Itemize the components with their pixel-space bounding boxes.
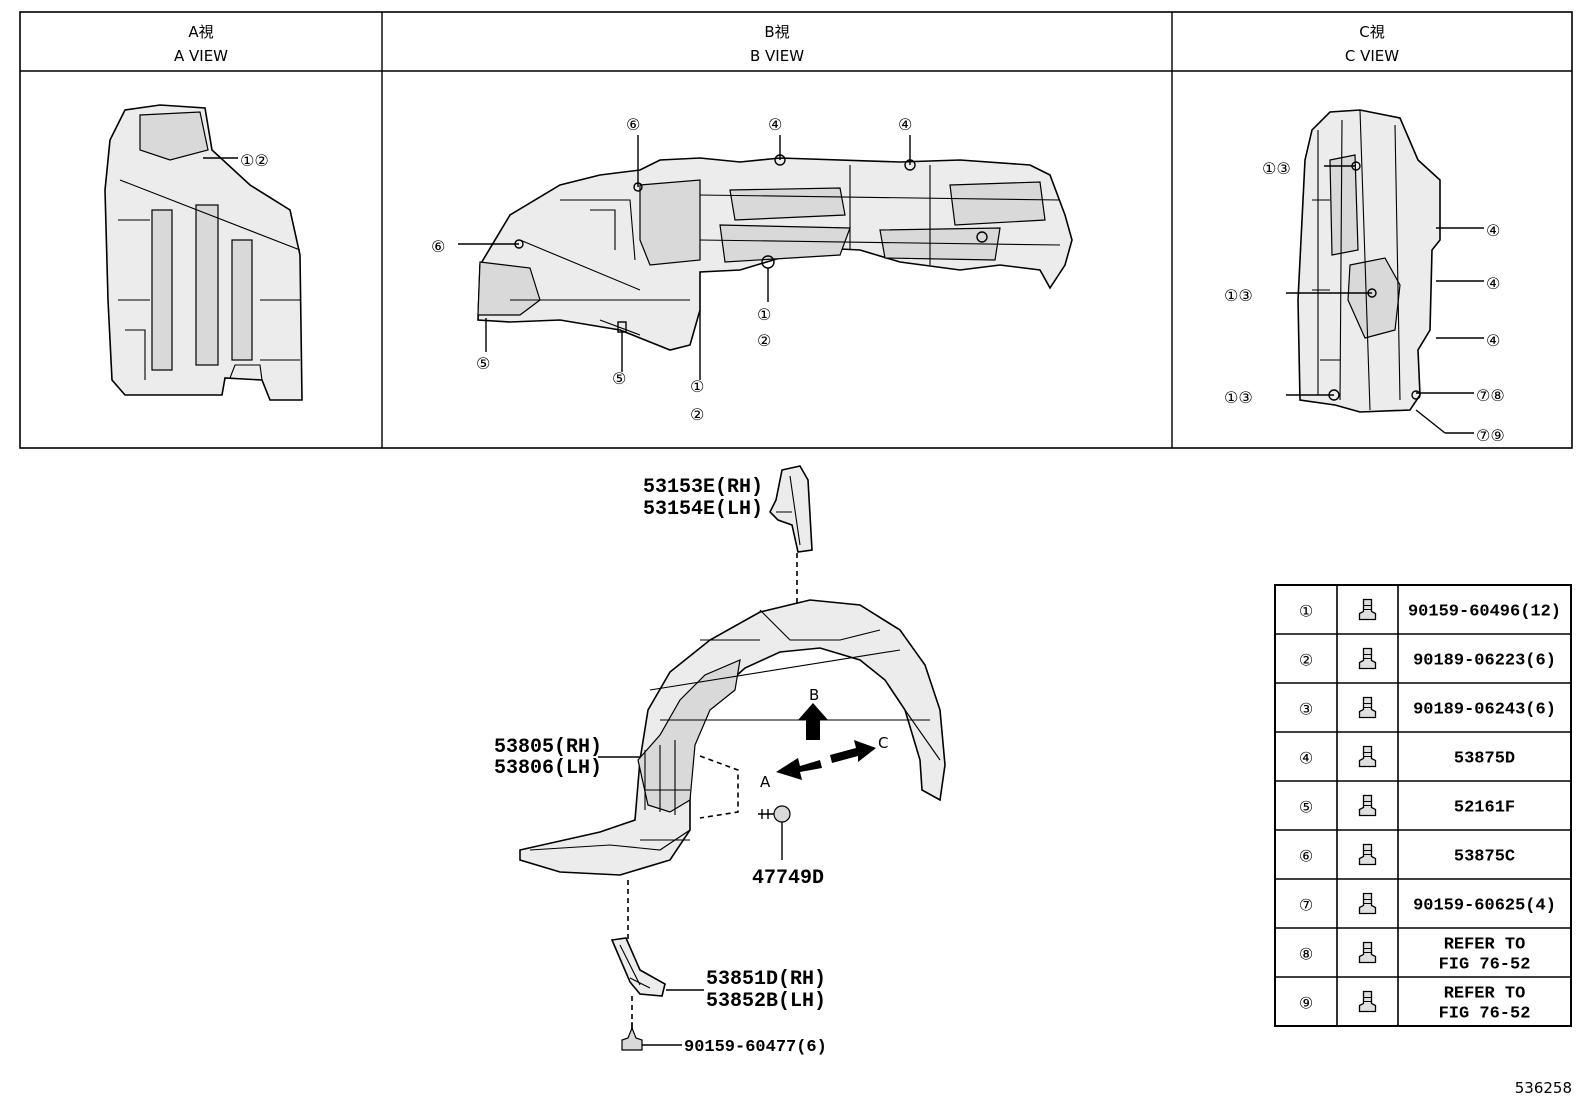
part-label-53851d: 53851D(RH) <box>706 968 826 991</box>
callout-b-2-low: ② <box>690 405 704 424</box>
part-label-53153e: 53153E(RH) <box>643 476 763 499</box>
view-a-title-jp: A視 <box>188 23 213 41</box>
bracket-upper-drawing <box>769 465 813 553</box>
clip-icon <box>1358 696 1377 719</box>
view-a-title-en: A VIEW <box>174 47 228 65</box>
view-c-title-jp: C視 <box>1359 23 1384 41</box>
table-row-number: ② <box>1299 651 1313 670</box>
view-arrow-c <box>830 740 876 763</box>
retainer-icon <box>1358 843 1377 866</box>
bracket-lower-drawing <box>610 937 666 997</box>
callout-a-1-2: ①② <box>240 151 269 170</box>
view-b-title-en: B VIEW <box>750 47 804 65</box>
callout-c-4-low: ④ <box>1486 331 1500 350</box>
part-label-90159-60477: 90159-60477(6) <box>684 1038 827 1057</box>
c-view-liner-drawing <box>1297 109 1441 413</box>
table-row-number: ⑧ <box>1299 945 1313 964</box>
fender-liner-drawing <box>519 599 946 876</box>
callout-b-6-left: ⑥ <box>431 237 445 256</box>
screw-icon <box>1358 892 1377 915</box>
callout-c-1-3-low: ①③ <box>1224 388 1253 407</box>
table-part-ref-line1: REFER TO <box>1444 936 1526 955</box>
table-part-ref-line1: REFER TO <box>1444 985 1526 1004</box>
clip-icon <box>1358 647 1377 670</box>
table-row-number: ⑨ <box>1299 994 1313 1013</box>
table-row-number: ⑤ <box>1299 798 1313 817</box>
table-row-number: ③ <box>1299 700 1313 719</box>
callout-b-4-left: ④ <box>768 115 782 134</box>
clip-47749d-drawing <box>758 805 791 823</box>
callout-b-5-left: ⑤ <box>476 354 490 373</box>
callout-b-2-mid: ② <box>757 331 771 350</box>
table-row-number: ⑦ <box>1299 896 1313 915</box>
table-part-number: 53875D <box>1454 750 1515 769</box>
callout-b-4-right: ④ <box>898 115 912 134</box>
fastener-table: ① 90159-60496(12) ② 90189-06223(6) ③ 90189-06… <box>1274 584 1572 1027</box>
part-label-53852b: 53852B(LH) <box>706 990 826 1013</box>
a-view-liner-drawing <box>104 104 303 401</box>
bolt-90159-60477-drawing <box>621 1022 643 1051</box>
retainer-icon <box>1358 794 1377 817</box>
callout-c-1-3-mid: ①③ <box>1224 286 1253 305</box>
callout-c-4-top: ④ <box>1486 221 1500 240</box>
table-part-number: 53875C <box>1454 848 1515 867</box>
part-label-47749d: 47749D <box>752 867 824 890</box>
table-part-number: 90189-06243(6) <box>1413 701 1556 720</box>
table-part-number: 90159-60496(12) <box>1408 603 1561 622</box>
nut-icon <box>1358 941 1377 964</box>
table-part-number: 52161F <box>1454 799 1515 818</box>
callout-c-7-9: ⑦⑨ <box>1476 426 1505 445</box>
table-part-ref-line2: FIG 76-52 <box>1439 956 1531 975</box>
table-part-number: 90159-60625(4) <box>1413 897 1556 916</box>
part-label-53154e: 53154E(LH) <box>643 498 763 521</box>
nut-icon <box>1358 990 1377 1013</box>
table-row-number: ① <box>1299 602 1313 621</box>
bolt-icon <box>1358 598 1377 621</box>
view-arrow-a-label: A <box>760 773 771 791</box>
callout-b-1-mid: ① <box>757 305 771 324</box>
view-c-title-en: C VIEW <box>1345 47 1399 65</box>
view-b-title-jp: B視 <box>764 23 789 41</box>
table-row-number: ⑥ <box>1299 847 1313 866</box>
diagram-id: 536258 <box>1515 1079 1572 1097</box>
table-border <box>1274 584 1572 1027</box>
callout-c-7-8: ⑦⑧ <box>1476 386 1505 405</box>
view-arrow-b-label: B <box>809 686 819 704</box>
table-row-number: ④ <box>1299 749 1313 768</box>
push-clip-icon <box>1358 745 1377 768</box>
view-frame <box>19 11 1573 449</box>
callout-b-5-mid: ⑤ <box>612 369 626 388</box>
view-arrow-a <box>776 758 822 780</box>
callout-b-6-top: ⑥ <box>626 115 640 134</box>
callout-b-1-low: ① <box>690 377 704 396</box>
table-part-ref-line2: FIG 76-52 <box>1439 1005 1531 1024</box>
callout-c-1-3-top: ①③ <box>1262 159 1291 178</box>
part-label-53805: 53805(RH) <box>494 736 602 759</box>
part-label-53806: 53806(LH) <box>494 757 602 780</box>
view-arrow-c-label: C <box>878 734 888 752</box>
b-view-liner-drawing <box>477 154 1073 351</box>
callout-c-4-mid: ④ <box>1486 274 1500 293</box>
table-part-number: 90189-06223(6) <box>1413 652 1556 671</box>
view-arrow-b <box>798 703 828 740</box>
